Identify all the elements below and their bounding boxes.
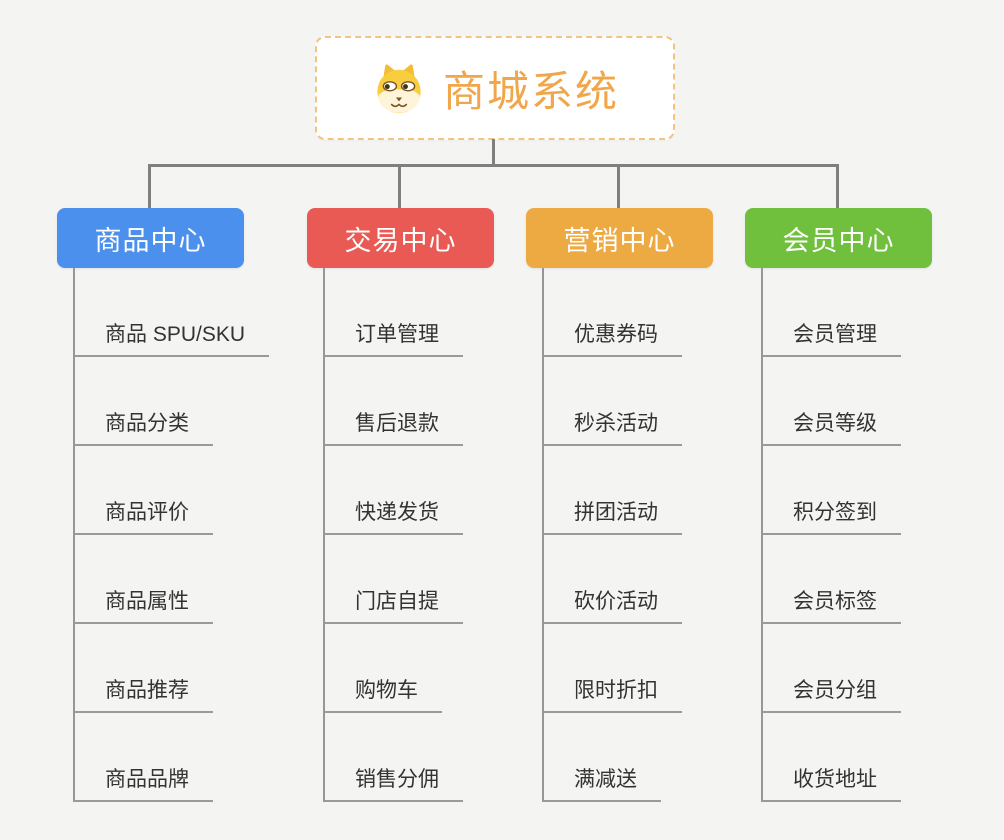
branch-product: 商品中心 商品 SPU/SKU 商品分类 商品评价 商品属性 商品推荐 商品品牌 bbox=[57, 208, 307, 802]
connector-drop bbox=[836, 164, 839, 208]
subtopic-row: 销售分佣 bbox=[325, 713, 557, 802]
connector-horizontal bbox=[148, 164, 839, 167]
branch-product-children: 商品 SPU/SKU 商品分类 商品评价 商品属性 商品推荐 商品品牌 bbox=[73, 268, 307, 802]
branch-marketing: 营销中心 优惠券码 秒杀活动 拼团活动 砍价活动 限时折扣 满减送 bbox=[526, 208, 776, 802]
connector-drop bbox=[398, 164, 401, 208]
subtopic-row: 快递发货 bbox=[325, 446, 557, 535]
subtopic-row: 会员等级 bbox=[763, 357, 995, 446]
subtopic-row: 商品推荐 bbox=[75, 624, 307, 713]
subtopic[interactable]: 商品属性 bbox=[75, 585, 213, 624]
branch-member-children: 会员管理 会员等级 积分签到 会员标签 会员分组 收货地址 bbox=[761, 268, 995, 802]
subtopic[interactable]: 秒杀活动 bbox=[544, 407, 682, 446]
branch-topic-label: 商品中心 bbox=[94, 225, 207, 256]
subtopic[interactable]: 会员等级 bbox=[763, 407, 901, 446]
root-topic[interactable]: 商城系统 bbox=[315, 36, 675, 140]
dog-face-icon bbox=[377, 64, 421, 114]
subtopic-row: 门店自提 bbox=[325, 535, 557, 624]
subtopic-row: 商品 SPU/SKU bbox=[75, 268, 307, 357]
branch-topic-label: 交易中心 bbox=[344, 225, 457, 256]
subtopic-row: 会员分组 bbox=[763, 624, 995, 713]
subtopic-row: 购物车 bbox=[325, 624, 557, 713]
subtopic[interactable]: 售后退款 bbox=[325, 407, 463, 446]
connector-drop bbox=[148, 164, 151, 208]
branch-topic-label: 营销中心 bbox=[563, 225, 676, 256]
subtopic-row: 商品品牌 bbox=[75, 713, 307, 802]
subtopic-row: 满减送 bbox=[544, 713, 776, 802]
subtopic[interactable]: 限时折扣 bbox=[544, 674, 682, 713]
branch-topic-marketing[interactable]: 营销中心 bbox=[526, 208, 713, 268]
subtopic-row: 商品属性 bbox=[75, 535, 307, 624]
root-topic-label: 商城系统 bbox=[442, 67, 619, 115]
subtopic-row: 优惠券码 bbox=[544, 268, 776, 357]
subtopic[interactable]: 销售分佣 bbox=[325, 763, 463, 802]
branch-trade: 交易中心 订单管理 售后退款 快递发货 门店自提 购物车 销售分佣 bbox=[307, 208, 557, 802]
subtopic[interactable]: 满减送 bbox=[544, 763, 661, 802]
subtopic[interactable]: 商品品牌 bbox=[75, 763, 213, 802]
subtopic-row: 砍价活动 bbox=[544, 535, 776, 624]
subtopic[interactable]: 商品评价 bbox=[75, 496, 213, 535]
subtopic[interactable]: 砍价活动 bbox=[544, 585, 682, 624]
subtopic[interactable]: 商品分类 bbox=[75, 407, 213, 446]
subtopic[interactable]: 积分签到 bbox=[763, 496, 901, 535]
subtopic[interactable]: 收货地址 bbox=[763, 763, 901, 802]
connector-drop bbox=[617, 164, 620, 208]
subtopic[interactable]: 门店自提 bbox=[325, 585, 463, 624]
subtopic[interactable]: 会员标签 bbox=[763, 585, 901, 624]
subtopic-row: 收货地址 bbox=[763, 713, 995, 802]
branch-topic-product[interactable]: 商品中心 bbox=[57, 208, 244, 268]
subtopic-row: 售后退款 bbox=[325, 357, 557, 446]
subtopic-row: 积分签到 bbox=[763, 446, 995, 535]
subtopic[interactable]: 购物车 bbox=[325, 674, 442, 713]
branch-member: 会员中心 会员管理 会员等级 积分签到 会员标签 会员分组 收货地址 bbox=[745, 208, 995, 802]
subtopic-row: 会员管理 bbox=[763, 268, 995, 357]
subtopic[interactable]: 优惠券码 bbox=[544, 318, 682, 357]
subtopic-row: 秒杀活动 bbox=[544, 357, 776, 446]
branch-trade-children: 订单管理 售后退款 快递发货 门店自提 购物车 销售分佣 bbox=[323, 268, 557, 802]
branch-topic-member[interactable]: 会员中心 bbox=[745, 208, 932, 268]
subtopic-row: 商品评价 bbox=[75, 446, 307, 535]
subtopic[interactable]: 商品 SPU/SKU bbox=[75, 318, 270, 357]
subtopic-row: 拼团活动 bbox=[544, 446, 776, 535]
subtopic[interactable]: 会员管理 bbox=[763, 318, 901, 357]
subtopic[interactable]: 拼团活动 bbox=[544, 496, 682, 535]
subtopic[interactable]: 订单管理 bbox=[325, 318, 463, 357]
subtopic[interactable]: 快递发货 bbox=[325, 496, 463, 535]
subtopic-row: 订单管理 bbox=[325, 268, 557, 357]
subtopic-row: 商品分类 bbox=[75, 357, 307, 446]
branch-marketing-children: 优惠券码 秒杀活动 拼团活动 砍价活动 限时折扣 满减送 bbox=[542, 268, 776, 802]
subtopic-row: 会员标签 bbox=[763, 535, 995, 624]
branch-topic-trade[interactable]: 交易中心 bbox=[307, 208, 494, 268]
subtopic[interactable]: 商品推荐 bbox=[75, 674, 213, 713]
branch-topic-label: 会员中心 bbox=[782, 225, 895, 256]
subtopic-row: 限时折扣 bbox=[544, 624, 776, 713]
subtopic[interactable]: 会员分组 bbox=[763, 674, 901, 713]
connector-root-stem bbox=[492, 139, 495, 165]
